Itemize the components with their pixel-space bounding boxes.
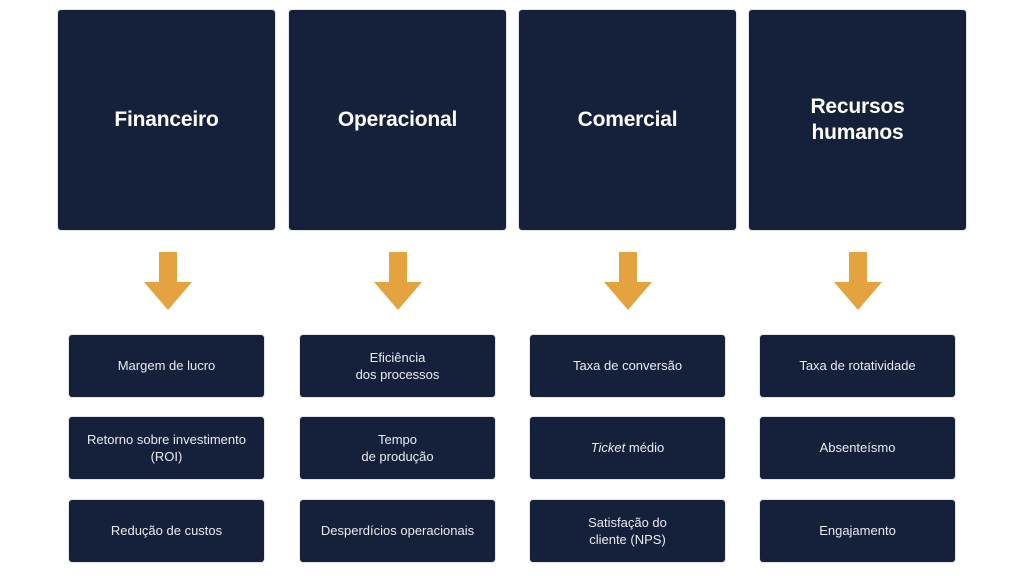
metric-label: Eficiência dos processos (355, 349, 440, 382)
column-header-comercial[interactable]: Comercial (519, 10, 736, 230)
down-arrow-icon-comercial (604, 252, 652, 310)
metric-label: Redução de custos (110, 523, 223, 539)
metric-label: Engajamento (819, 523, 896, 539)
column-header-label: Comercial (577, 107, 678, 131)
metric-box[interactable]: Satisfação do cliente (NPS) (530, 500, 725, 562)
metric-label: Tempo de produção (361, 431, 434, 464)
metric-label: Taxa de rotatividade (799, 358, 916, 374)
metric-label: Absenteísmo (819, 440, 896, 456)
metric-box[interactable]: Taxa de rotatividade (760, 335, 955, 397)
metric-label: Desperdícios operacionais (320, 523, 475, 539)
down-arrow-icon-recursos-humanos (834, 252, 882, 310)
metric-box[interactable]: Eficiência dos processos (300, 335, 495, 397)
down-arrow-icon-operacional (374, 252, 422, 310)
column-header-recursos-humanos[interactable]: Recursos humanos (749, 10, 966, 230)
metric-box[interactable]: Ticket médio (530, 417, 725, 479)
metric-box[interactable]: Redução de custos (69, 500, 264, 562)
metric-box[interactable]: Retorno sobre investimento (ROI) (69, 417, 264, 479)
column-header-label: Financeiro (114, 107, 219, 131)
column-header-operacional[interactable]: Operacional (289, 10, 506, 230)
metric-box[interactable]: Taxa de conversão (530, 335, 725, 397)
metric-label: Retorno sobre investimento (ROI) (87, 431, 246, 464)
metric-box[interactable]: Absenteísmo (760, 417, 955, 479)
column-header-financeiro[interactable]: Financeiro (58, 10, 275, 230)
metric-label: Satisfação do cliente (NPS) (588, 514, 667, 547)
metric-box[interactable]: Tempo de produção (300, 417, 495, 479)
metric-box[interactable]: Engajamento (760, 500, 955, 562)
metric-label: Ticket médio (590, 440, 665, 456)
down-arrow-icon-financeiro (144, 252, 192, 310)
metric-label: Taxa de conversão (572, 358, 683, 374)
column-header-label: Recursos humanos (810, 94, 905, 144)
column-header-label: Operacional (337, 107, 458, 131)
metric-box[interactable]: Desperdícios operacionais (300, 500, 495, 562)
metric-label: Margem de lucro (117, 358, 216, 374)
metric-box[interactable]: Margem de lucro (69, 335, 264, 397)
